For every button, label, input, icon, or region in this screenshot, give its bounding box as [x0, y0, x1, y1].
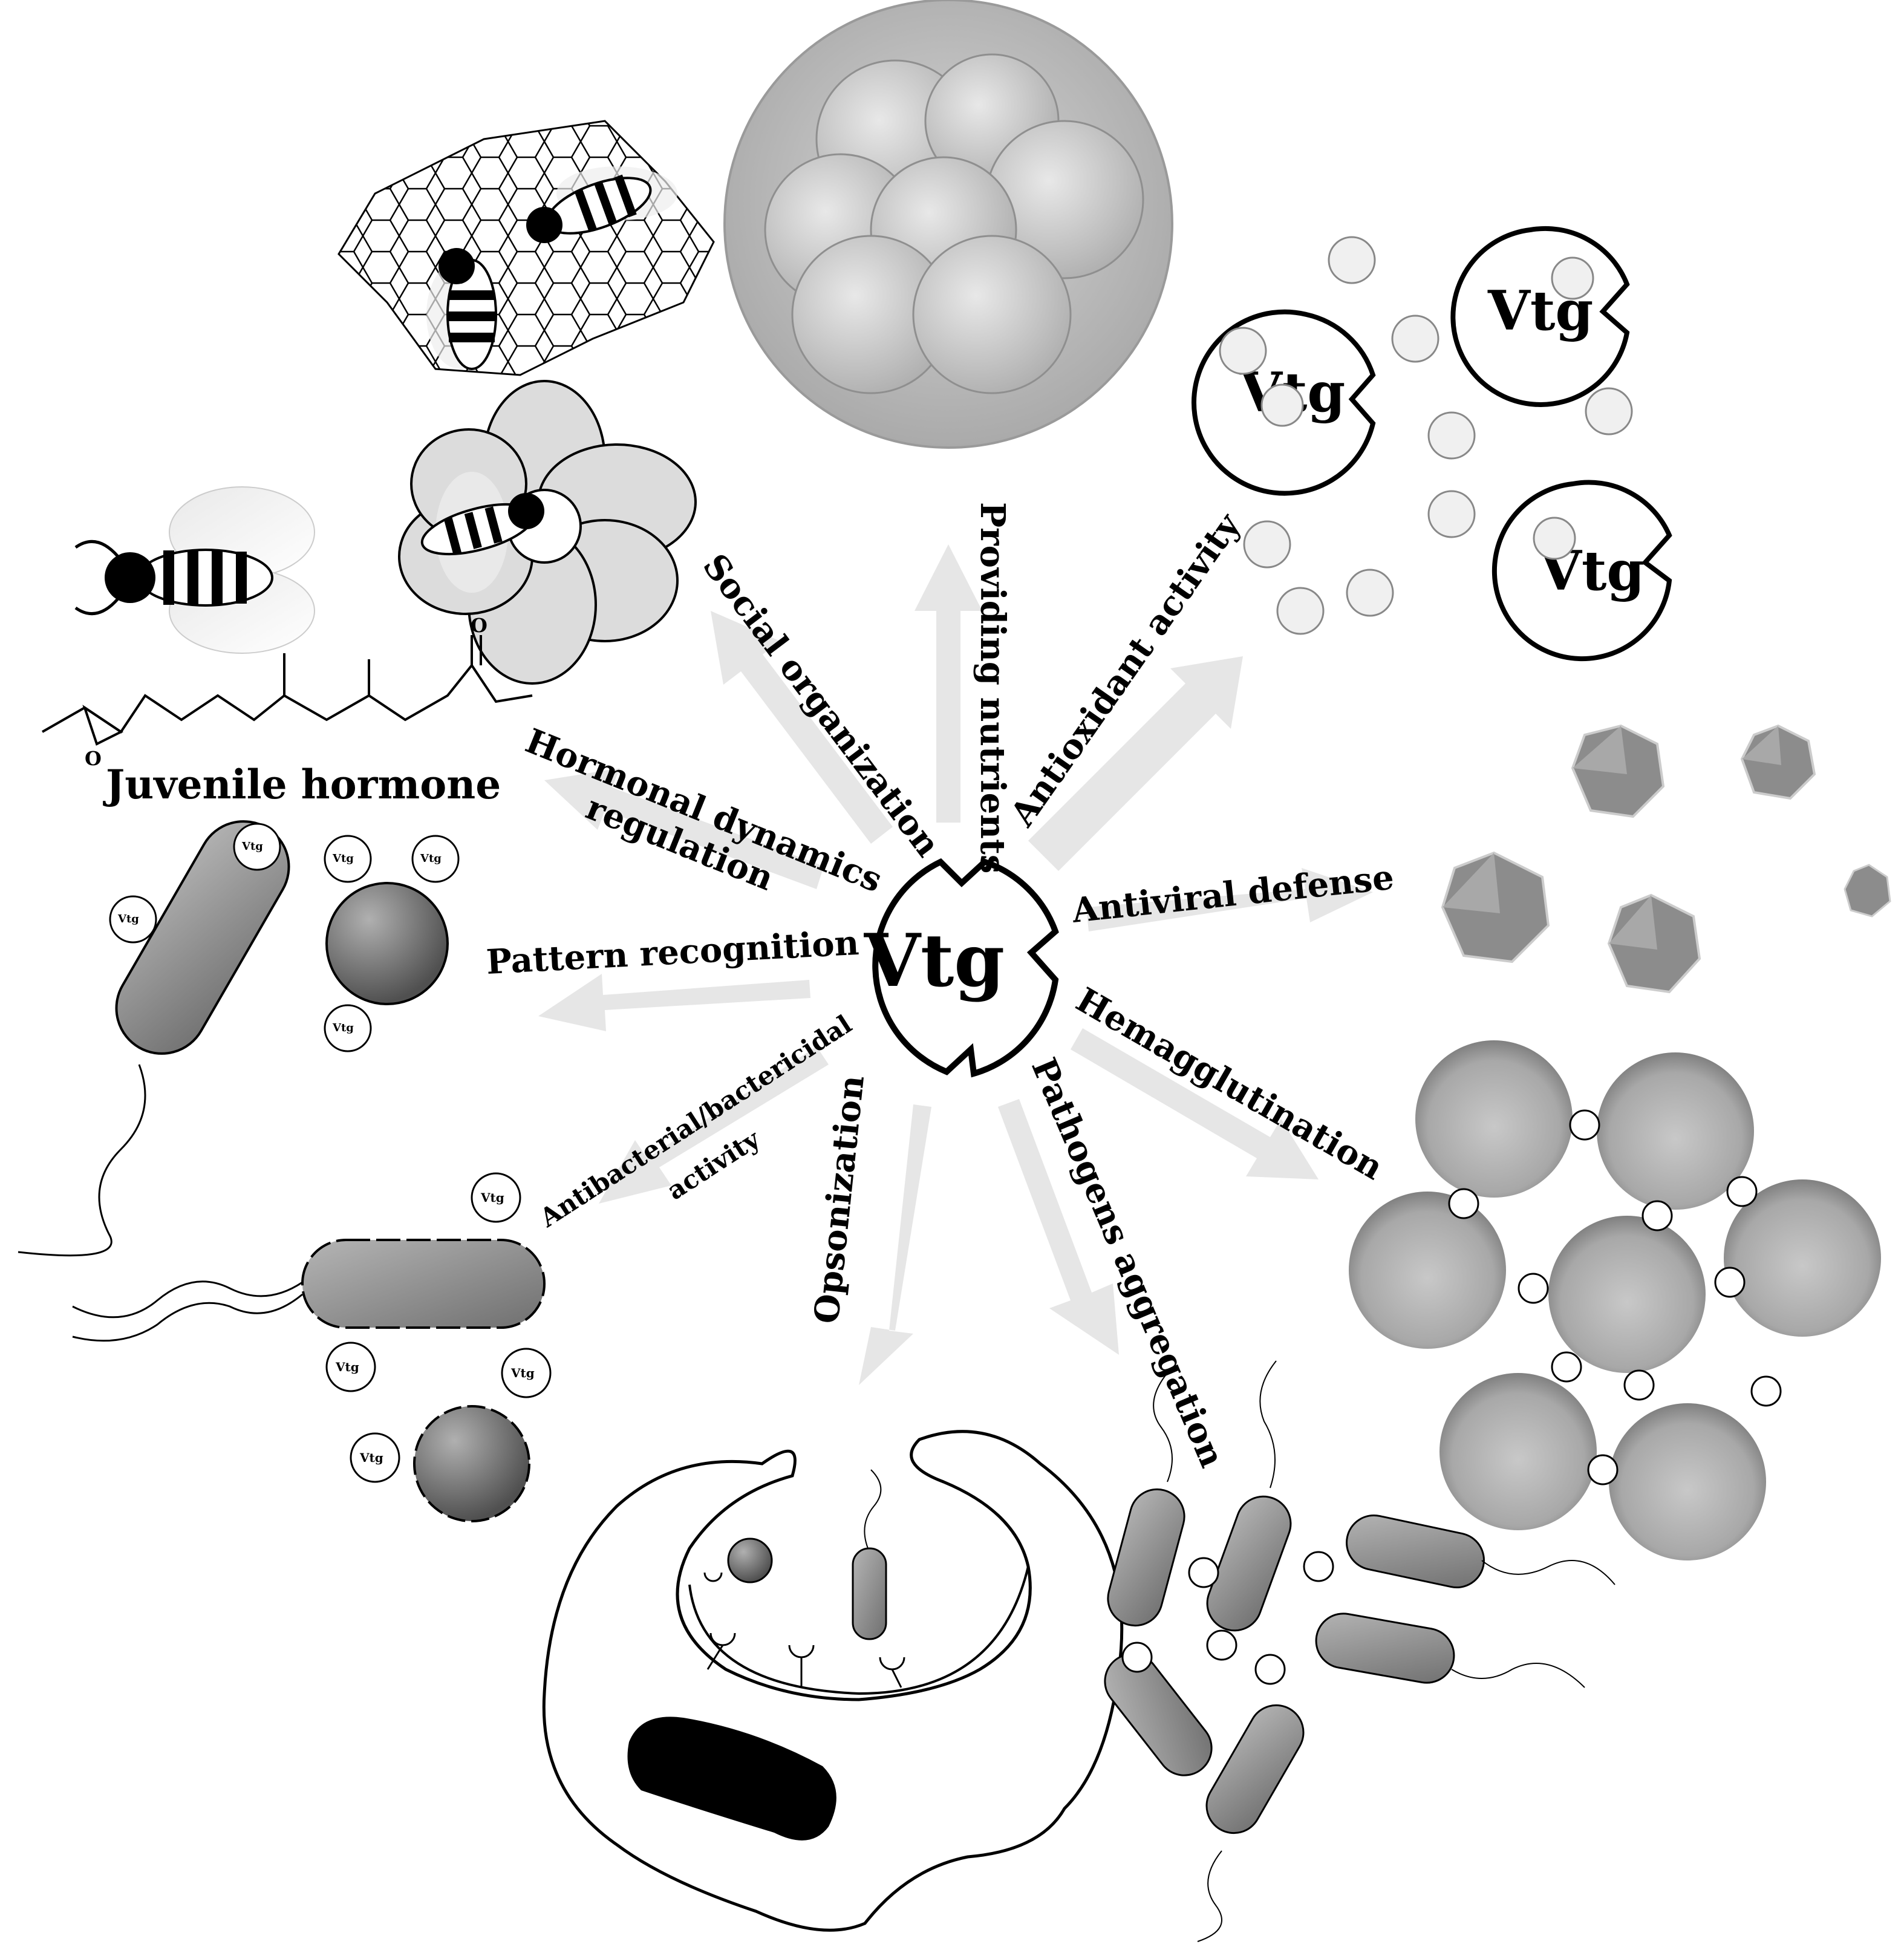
vtg-molecule: Vtg [1492, 480, 1672, 662]
rod-bacterium [1206, 1495, 1292, 1632]
red-blood-cell [1597, 1052, 1754, 1210]
label-antibacterial-line1: Antibacterial/bactericidal [534, 1009, 857, 1233]
arrow-antibacterial-activity [599, 1046, 829, 1204]
honeycomb-with-bees [337, 120, 715, 376]
bee-icon [420, 472, 544, 593]
vtg-small-labels: Vtg Vtg Vtg Vtg [335, 1190, 535, 1465]
svg-text:Vtg: Vtg [332, 852, 354, 865]
label-pattern-recognition: Pattern recognition [485, 923, 860, 982]
rod-bacterium [1346, 1514, 1485, 1589]
arrow-opsonization [859, 1104, 931, 1385]
oxygen-atom: O [471, 614, 487, 637]
bee-icon [74, 486, 315, 654]
center-label: Vtg [864, 918, 1005, 1003]
flower-with-bee [398, 380, 697, 685]
svg-text:Vtg: Vtg [117, 913, 139, 925]
virus-icon [1740, 724, 1816, 800]
rod-bacterium [1315, 1612, 1455, 1684]
arrow-pattern-recognition [538, 974, 810, 1031]
vtg-molecule: Vtg [1450, 226, 1630, 407]
vtg-receptor-shape [872, 858, 1059, 1078]
rod-bacterium [301, 1239, 546, 1329]
arrow-pathogens-aggregation [998, 1099, 1119, 1355]
virus-icon [1607, 893, 1701, 994]
label-opsonization: Opsonization [806, 1074, 872, 1326]
virus-icon [1571, 724, 1665, 818]
arrow-antioxidant-activity [1028, 656, 1243, 871]
red-blood-cell [1439, 1373, 1597, 1530]
svg-text:Vtg: Vtg [332, 1022, 354, 1034]
phagocyte-cell [542, 1430, 1124, 1932]
label-antiviral-defense: Antiviral defense [1070, 857, 1396, 931]
red-blood-cell [1548, 1216, 1706, 1373]
juvenile-hormone-label: Juvenile hormone [103, 761, 501, 808]
red-blood-cell [1415, 1040, 1573, 1198]
embryo-image [723, 0, 1173, 449]
label-hemagglutination: Hemagglutination [1069, 980, 1390, 1188]
svg-text:Vtg: Vtg [241, 840, 263, 853]
virus-icon [1844, 864, 1891, 918]
svg-text:Vtg: Vtg [335, 1360, 359, 1374]
radical-particles [1219, 236, 1633, 635]
epoxide-oxygen: O [85, 747, 102, 770]
svg-text:Vtg: Vtg [480, 1190, 504, 1205]
round-bacterium [413, 1405, 530, 1522]
bee-icon [526, 166, 677, 243]
svg-text:Vtg: Vtg [359, 1450, 383, 1465]
bee-icon [426, 248, 497, 370]
vtg-small-labels: Vtg Vtg Vtg Vtg Vtg [117, 840, 442, 1034]
antibacterial-bacteria: Vtg Vtg Vtg Vtg [72, 1172, 552, 1522]
virus-icon [1441, 851, 1550, 964]
rod-bacterium [1205, 1704, 1305, 1834]
red-blood-cell [1609, 1403, 1766, 1560]
label-providing-nutrients: Providing nutrients [973, 502, 1012, 873]
function-arrows [538, 544, 1373, 1385]
arrow-hormonal-dynamics [544, 768, 824, 889]
juvenile-hormone-structure: O O Juvenile hormone [42, 614, 533, 808]
arrow-social-organization [711, 611, 893, 844]
rod-bacterium [1107, 1488, 1185, 1627]
round-bacterium [325, 882, 449, 1005]
central-vtg: Vtg [864, 858, 1059, 1078]
red-blood-cell [1724, 1179, 1881, 1337]
arrow-providing-nutrients [915, 544, 982, 823]
red-blood-cell [1349, 1192, 1506, 1349]
arrow-hemagglutination [1071, 1028, 1319, 1179]
hemagglutination-cells [1349, 1040, 1881, 1560]
virus-particles [1441, 724, 1891, 994]
svg-text:Vtg: Vtg [510, 1366, 535, 1380]
nucleus [627, 1717, 836, 1841]
aggregated-pathogens [1104, 1360, 1615, 1942]
svg-text:Vtg: Vtg [420, 852, 442, 865]
pattern-recognition-bacteria: Vtg Vtg Vtg Vtg Vtg [18, 820, 460, 1257]
rod-bacterium [1104, 1653, 1213, 1776]
arrow-antiviral-defense [1086, 868, 1373, 931]
antioxidant-vtg-group: Vtg Vtg Vtg [1192, 226, 1672, 662]
